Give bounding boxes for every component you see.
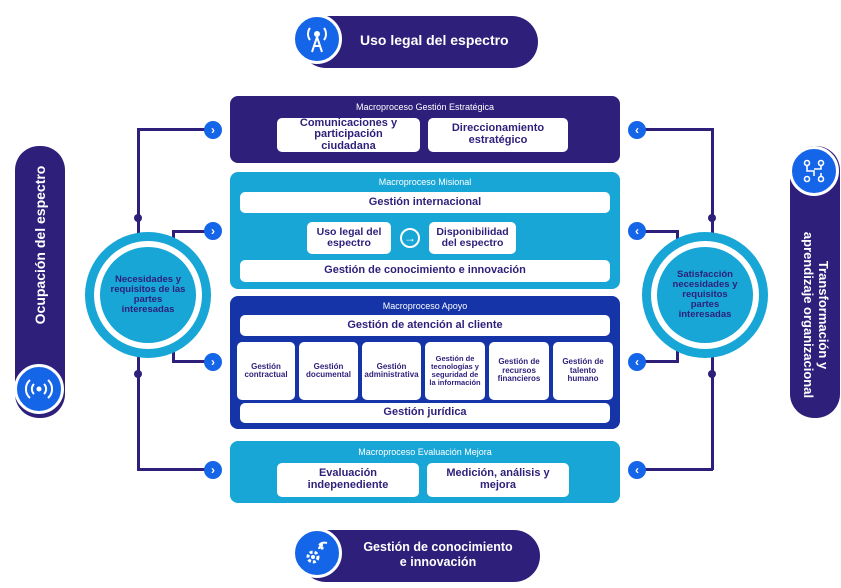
bottom-banner-label: Gestión de conocimiento e innovación (363, 540, 513, 569)
left-circle: Necesidades y requisitos de las partes i… (85, 232, 211, 358)
macro-estrategica-title: Macroproceso Gestión Estratégica (355, 102, 495, 112)
right-connector-dot-bottom (708, 370, 716, 378)
box-gestion-tecnologias: Gestión de tecnologías y seguridad de la… (425, 342, 485, 400)
right-arrow-apoyo: ‹ (628, 353, 646, 371)
right-connector-mid-bottom (645, 360, 679, 363)
signal-icon (14, 364, 64, 414)
box-uso-legal: Uso legal del espectro (307, 222, 391, 254)
left-arrow-evaluacion: › (204, 461, 222, 479)
right-banner-label: Transformación y aprendizaje organizacio… (801, 231, 831, 399)
arrow-right-icon: → (400, 228, 420, 248)
right-connector-bottom (645, 468, 713, 471)
right-connector-mid-top (645, 230, 679, 233)
antenna-icon (292, 14, 342, 64)
macro-apoyo: Macroproceso Apoyo Gestión de atención a… (230, 296, 620, 429)
box-direccionamiento: Direccionamiento estratégico (428, 118, 568, 152)
top-banner-label: Uso legal del espectro (360, 32, 509, 48)
left-arrow-apoyo: › (204, 353, 222, 371)
gears-icon (292, 528, 342, 578)
left-connector-dot-top (134, 214, 142, 222)
box-gestion-contractual: Gestión contractual (237, 342, 295, 400)
right-circle: Satisfacción necesidades y requisitos pa… (642, 232, 768, 358)
macro-evaluacion-title: Macroproceso Evaluación Mejora (358, 447, 492, 457)
circuit-icon (789, 146, 839, 196)
box-gestion-recursos-financieros: Gestión de recursos financieros (489, 342, 549, 400)
right-arrow-evaluacion: ‹ (628, 461, 646, 479)
box-gestion-conocimiento: Gestión de conocimiento e innovación (240, 260, 610, 282)
macro-apoyo-title: Macroproceso Apoyo (382, 301, 468, 311)
right-connector-top (645, 128, 713, 131)
box-gestion-talento-humano: Gestión de talento humano (553, 342, 613, 400)
box-gestion-documental: Gestión documental (299, 342, 358, 400)
left-arrow-misional: › (204, 222, 222, 240)
left-connector-top (137, 128, 207, 131)
macro-estrategica: Macroproceso Gestión Estratégica Comunic… (230, 96, 620, 163)
right-arrow-estrategica: ‹ (628, 121, 646, 139)
left-banner-label: Ocupación del espectro (32, 165, 48, 325)
right-connector-dot-top (708, 214, 716, 222)
left-connector-bottom (137, 468, 207, 471)
right-circle-text: Satisfacción necesidades y requisitos pa… (672, 269, 738, 320)
left-arrow-estrategica: › (204, 121, 222, 139)
box-evaluacion-independiente: Evaluación indepenediente (277, 463, 419, 497)
box-gestion-internacional: Gestión internacional (240, 192, 610, 213)
right-arrow-misional: ‹ (628, 222, 646, 240)
box-medicion-analisis: Medición, análisis y mejora (427, 463, 569, 497)
macro-misional-title: Macroproceso Misional (378, 177, 472, 187)
box-gestion-administrativa: Gestión administrativa (362, 342, 421, 400)
box-disponibilidad: Disponibilidad del espectro (429, 222, 516, 254)
left-connector-dot-bottom (134, 370, 142, 378)
box-comunicaciones: Comunicaciones y participación ciudadana (277, 117, 420, 152)
left-connector-mid-top (172, 230, 207, 233)
box-atencion-cliente: Gestión de atención al cliente (240, 315, 610, 336)
left-connector-mid-bottom (172, 360, 207, 363)
macro-misional: Macroproceso Misional Gestión internacio… (230, 172, 620, 289)
box-gestion-juridica: Gestión jurídica (240, 403, 610, 423)
macro-evaluacion: Macroproceso Evaluación Mejora Evaluació… (230, 441, 620, 503)
left-circle-text: Necesidades y requisitos de las partes i… (110, 274, 186, 315)
